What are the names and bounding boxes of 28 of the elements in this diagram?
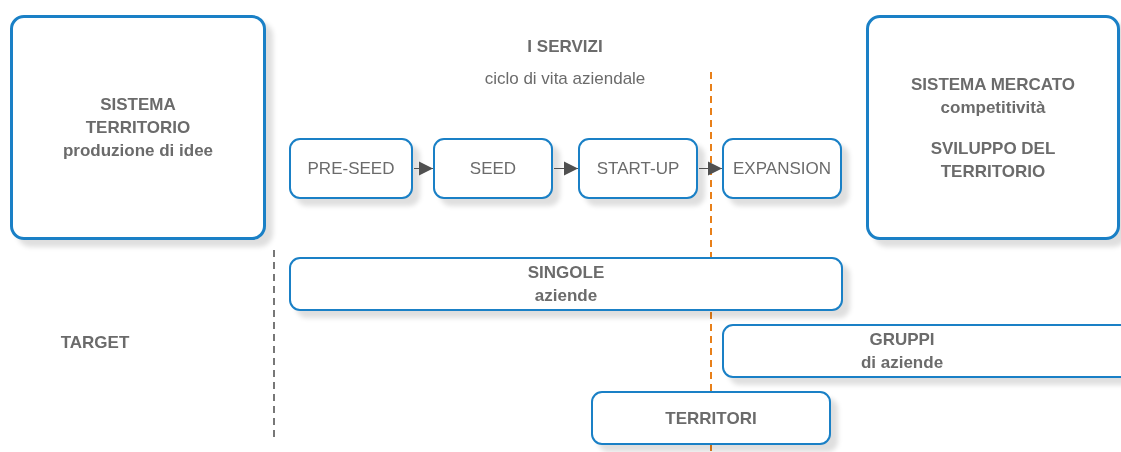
node-text: produzione di idee [62, 140, 214, 162]
row-label: TARGET [59, 332, 131, 354]
node-text: SISTEMA TERRITORIO [84, 94, 192, 139]
target-bar [591, 391, 831, 445]
node-text: SVILUPPO DEL TERRITORIO [929, 137, 1057, 183]
node-text: GRUPPI [869, 329, 935, 351]
node-text: aziende [534, 285, 598, 307]
node-text: PRE-SEED [307, 158, 395, 180]
node-text: competitività [940, 96, 1046, 119]
node-text: di aziende [860, 352, 944, 374]
target-bar [289, 257, 843, 311]
stage-box [578, 138, 698, 199]
arrow [698, 161, 723, 176]
node-text: SISTEMA MERCATO [911, 73, 1075, 96]
subheading: ciclo di vita aziendale [483, 68, 647, 90]
stage-box [289, 138, 413, 199]
system-box [866, 15, 1120, 240]
arrow [413, 161, 434, 176]
target-bar [722, 324, 1121, 378]
arrow [553, 161, 579, 176]
stage-box [722, 138, 842, 199]
stage-box [433, 138, 553, 199]
node-text: SINGOLE [527, 262, 605, 284]
node-text: EXPANSION [733, 158, 831, 180]
node-text: START-UP [596, 158, 680, 180]
heading: I SERVIZI [526, 36, 604, 58]
node-text: SEED [469, 158, 517, 180]
system-box [10, 15, 266, 240]
